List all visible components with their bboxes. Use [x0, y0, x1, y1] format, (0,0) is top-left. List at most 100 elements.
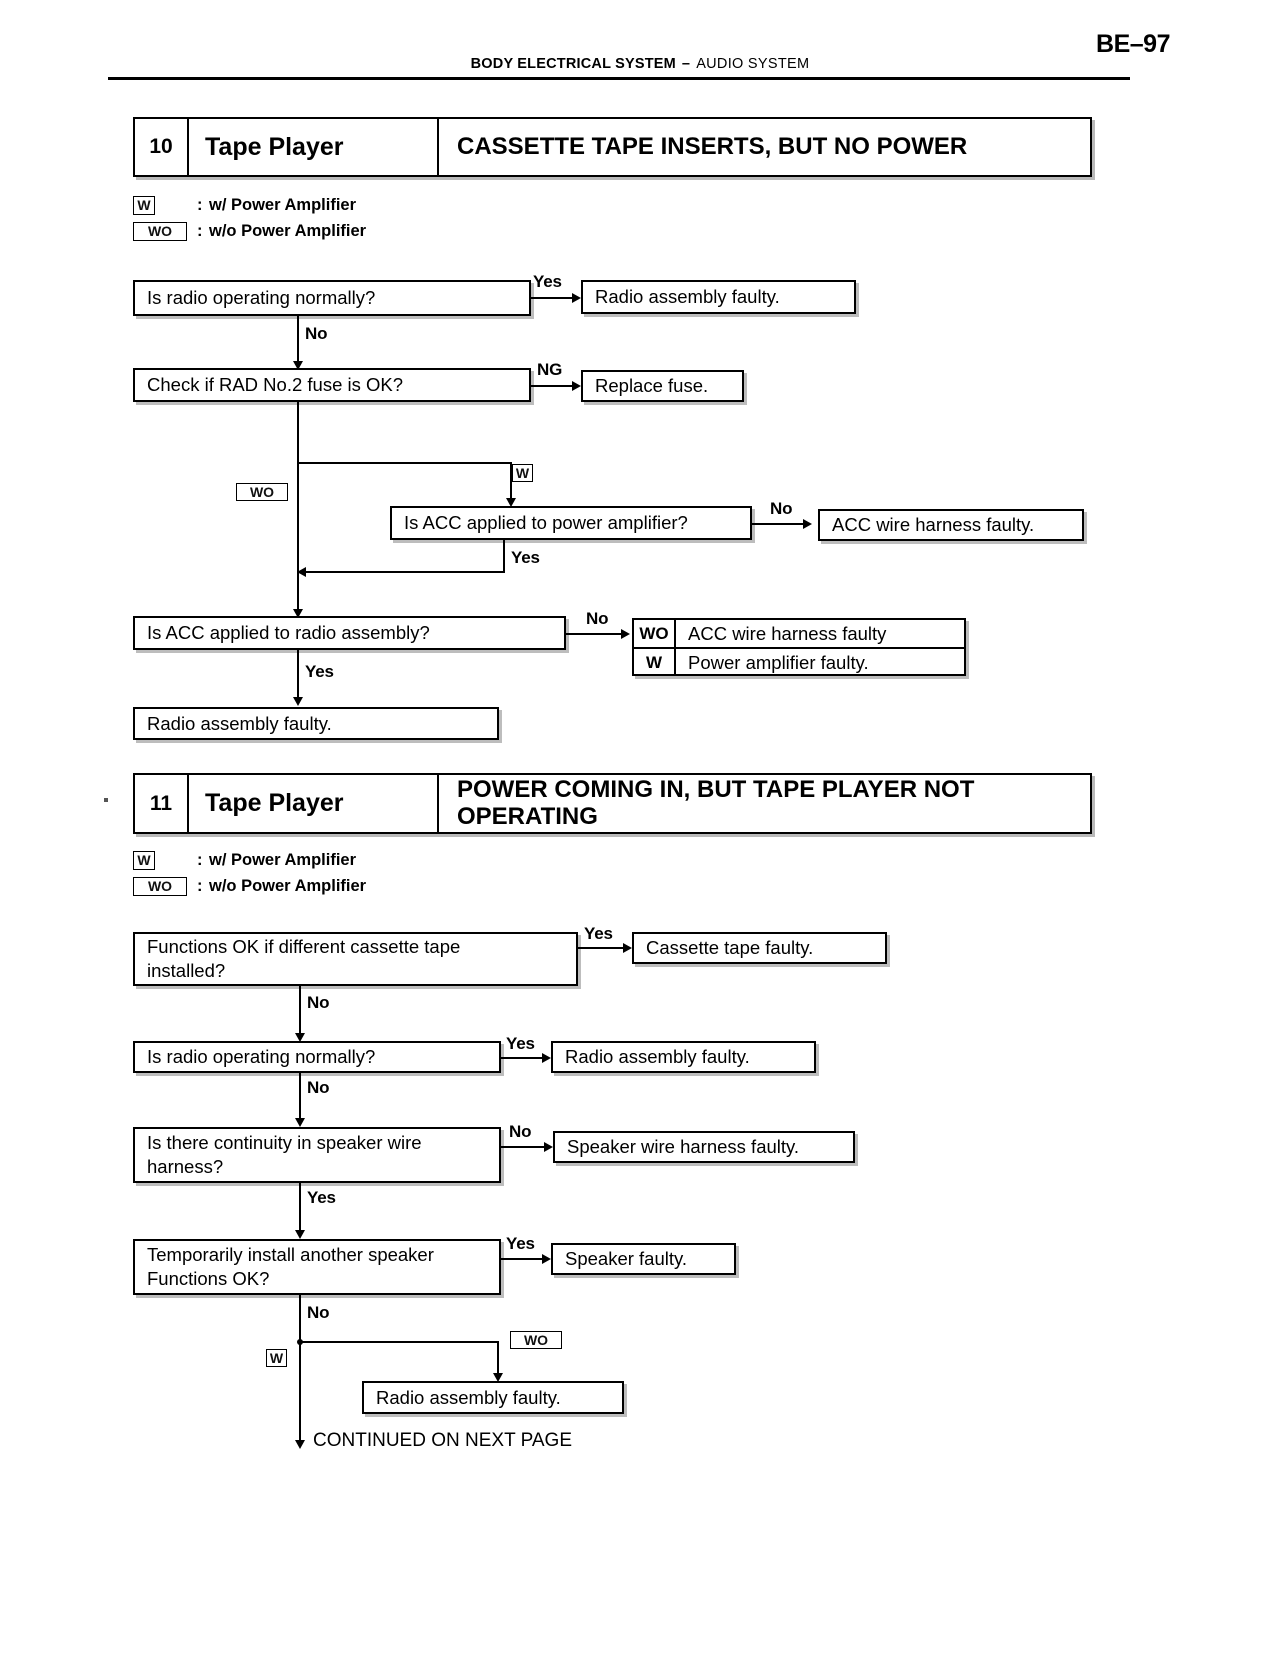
section-10-description: CASSETTE TAPE INSERTS, BUT NO POWER	[457, 132, 968, 160]
section-11-number: 11	[135, 775, 189, 832]
connector-q3-no	[752, 523, 806, 525]
connector-w-branch-h	[297, 462, 512, 464]
connector-s11-q1-yes	[578, 947, 626, 949]
flow-box-s11-r5-label: Radio assembly faulty.	[376, 1386, 561, 1408]
section-11-legend: W : w/ Power Amplifier WO : w/o Power Am…	[133, 847, 366, 899]
flow-box-s11-q1-different-tape: Functions OK if different cassette tape …	[133, 932, 578, 986]
flow-box-s11-q3-line2: harness?	[147, 1156, 224, 1177]
connector-q4-yes	[297, 650, 299, 702]
flow-box-s11-r4-label: Speaker faulty.	[565, 1248, 688, 1270]
result-table-text-w: Power amplifier faulty.	[688, 651, 869, 673]
flow-box-s11-q2-label: Is radio operating normally?	[147, 1046, 376, 1068]
arrow-s11-q2-no	[295, 1118, 305, 1127]
flow-box-r2-label: Replace fuse.	[595, 375, 709, 397]
edge-label-s11-yes-3: Yes	[307, 1188, 336, 1207]
legend-colon-wo-2: :	[197, 876, 203, 895]
flow-box-r2-replace-fuse: Replace fuse.	[581, 370, 744, 402]
legend-row-w-2: W : w/ Power Amplifier	[133, 847, 366, 873]
connector-s11-q3-yes	[299, 1183, 301, 1235]
legend-colon-w-2: :	[197, 850, 203, 869]
flow-box-s11-r2-radio-faulty: Radio assembly faulty.	[551, 1041, 816, 1073]
legend-tag-wo-2: WO	[133, 876, 187, 896]
edge-label-yes-2: Yes	[511, 548, 540, 567]
arrow-q4-yes	[293, 697, 303, 706]
result-table-tag-w: W	[634, 649, 676, 676]
connector-s11-q4-yes	[501, 1258, 545, 1260]
header-separator: –	[681, 56, 691, 72]
flow-box-s11-q4-text: Temporarily install another speaker Func…	[147, 1243, 434, 1290]
flow-box-s11-r4-speaker-faulty: Speaker faulty.	[551, 1243, 736, 1275]
connector-q3-yes-h	[305, 571, 505, 573]
flow-box-q1-label: Is radio operating normally?	[147, 287, 376, 309]
legend-colon-wo: :	[197, 221, 203, 240]
connector-w-branch-v	[510, 462, 512, 504]
legend-text-wo-2: w/o Power Amplifier	[209, 876, 367, 895]
arrow-q3-no	[803, 519, 812, 529]
edge-label-no-3: No	[586, 609, 609, 628]
result-table-tag-wo: WO	[634, 620, 676, 647]
edge-label-ng: NG	[537, 360, 563, 379]
arrow-q3-yes-rejoin	[297, 567, 306, 577]
section-10-number: 10	[135, 119, 189, 175]
legend-tag-wo: WO	[133, 221, 187, 241]
edge-label-yes-1: Yes	[533, 272, 562, 291]
result-table-row-wo: WO ACC wire harness faulty	[634, 620, 964, 649]
arrow-s11-continued	[295, 1440, 305, 1449]
connector-s11-q1-no	[299, 986, 301, 1038]
branch-tag-w-1: W	[512, 464, 533, 482]
flow-box-s11-q3-speaker-continuity: Is there continuity in speaker wire harn…	[133, 1127, 501, 1183]
header-subsystem-title: AUDIO SYSTEM	[696, 56, 810, 72]
branch-tag-w-2: W	[266, 1349, 287, 1367]
flow-box-r1-radio-faulty: Radio assembly faulty.	[581, 280, 856, 314]
connector-q4-no	[566, 633, 624, 635]
flow-box-r1-label: Radio assembly faulty.	[595, 286, 780, 308]
section-10-name: Tape Player	[189, 119, 439, 175]
flow-box-q2-label: Check if RAD No.2 fuse is OK?	[147, 374, 404, 396]
flow-box-q3-label: Is ACC applied to power amplifier?	[404, 512, 688, 534]
connector-q3-yes-v	[503, 540, 505, 573]
flow-box-s11-q1-line1: Functions OK if different cassette tape	[147, 936, 461, 958]
section-11-description: POWER COMING IN, BUT TAPE PLAYER NOT OPE…	[457, 775, 975, 830]
arrow-s11-q2-yes	[542, 1053, 551, 1063]
connector-s11-q4-no-trunk	[299, 1295, 301, 1447]
result-table-acc-radio: WO ACC wire harness faulty W Power ampli…	[632, 618, 966, 676]
flow-box-s11-r3-speaker-harness-faulty: Speaker wire harness faulty.	[553, 1131, 855, 1163]
flow-box-s11-r2-label: Radio assembly faulty.	[565, 1046, 750, 1068]
flow-box-s11-q3-line1: Is there continuity in speaker wire	[147, 1132, 422, 1154]
legend-row-wo-2: WO : w/o Power Amplifier	[133, 873, 366, 899]
edge-label-s11-yes-1: Yes	[584, 924, 613, 943]
arrow-q2-ng	[572, 381, 581, 391]
arrow-s11-q1-yes	[623, 943, 632, 953]
flow-box-q3-acc-power-amp: Is ACC applied to power amplifier?	[390, 506, 752, 540]
connector-s11-q3-no	[501, 1146, 547, 1148]
connector-s11-wo-branch-v	[497, 1341, 499, 1379]
flow-box-q1-radio-operating: Is radio operating normally?	[133, 280, 531, 316]
legend-row-w: W : w/ Power Amplifier	[133, 192, 366, 218]
page-header: BODY ELECTRICAL SYSTEM–AUDIO SYSTEM	[0, 56, 1280, 72]
connector-q1-yes	[531, 297, 575, 299]
legend-colon-w: :	[197, 195, 203, 214]
flow-box-r3-label: ACC wire harness faulty.	[832, 514, 1035, 536]
result-table-text-wo: ACC wire harness faulty	[688, 622, 887, 644]
legend-text-w: w/ Power Amplifier	[209, 195, 357, 214]
print-artifact-dot	[104, 798, 108, 802]
edge-label-s11-yes-2: Yes	[506, 1034, 535, 1053]
arrow-w-branch	[506, 498, 516, 507]
legend-tag-w: W	[133, 195, 155, 215]
legend-tag-w-2: W	[133, 850, 155, 870]
legend-text-wo: w/o Power Amplifier	[209, 221, 367, 240]
connector-s11-q2-yes	[501, 1057, 545, 1059]
legend-text-w-2: w/ Power Amplifier	[209, 850, 357, 869]
arrow-s11-q4-yes	[542, 1254, 551, 1264]
flow-box-q2-check-fuse: Check if RAD No.2 fuse is OK?	[133, 368, 531, 402]
arrow-s11-q3-yes	[295, 1230, 305, 1239]
flow-box-s11-q4-line2: Functions OK?	[147, 1268, 270, 1289]
edge-label-no-2: No	[770, 499, 793, 518]
flow-box-s11-q1-line2: installed?	[147, 960, 226, 981]
arrow-s11-q3-no	[544, 1142, 553, 1152]
connector-s11-wo-branch-h	[299, 1341, 499, 1343]
flow-box-s11-q2-radio-operating: Is radio operating normally?	[133, 1041, 501, 1073]
edge-label-s11-no-2: No	[307, 1078, 330, 1097]
arrow-s11-q1-no	[295, 1033, 305, 1042]
header-rule	[108, 77, 1130, 80]
